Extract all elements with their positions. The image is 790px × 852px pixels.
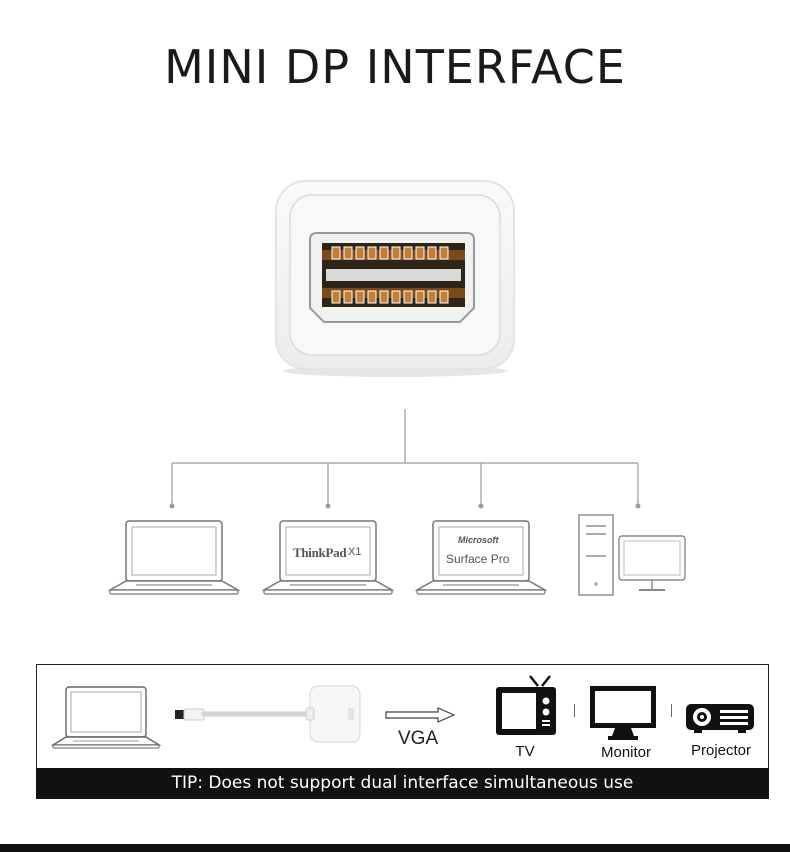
bottom-divider xyxy=(0,844,790,852)
page-title: MINI DP INTERFACE xyxy=(164,40,626,94)
separator xyxy=(574,704,575,717)
monitor-label: Monitor xyxy=(600,744,652,761)
desktop-pc-icon xyxy=(578,514,686,596)
mini-dp-to-vga-adapter xyxy=(175,685,361,743)
tv-icon xyxy=(496,675,556,735)
mini-dp-port-illustration xyxy=(275,180,515,377)
separator xyxy=(671,704,672,717)
tv-label: TV xyxy=(515,743,535,760)
microsoft-logo: Microsoft xyxy=(458,535,499,545)
thinkpad-model: X1 xyxy=(348,546,362,558)
thinkpad-laptop: ThinkPad X1 xyxy=(262,518,394,596)
thinkpad-logo: ThinkPad xyxy=(293,545,347,560)
connection-tree xyxy=(169,409,641,509)
monitor-icon xyxy=(590,686,656,740)
laptop-icon xyxy=(51,686,161,749)
vga-label: VGA xyxy=(398,728,439,749)
tip-banner: TIP: Does not support dual interface sim… xyxy=(36,768,769,799)
projector-icon xyxy=(686,704,754,733)
surface-logo: Surface Pro xyxy=(446,552,510,566)
laptop-icon xyxy=(415,520,547,595)
laptop-icon xyxy=(262,520,394,595)
arrow-right-icon xyxy=(385,707,456,723)
surface-laptop: Microsoft Surface Pro xyxy=(415,518,547,596)
laptop-icon xyxy=(108,520,240,595)
projector-label: Projector xyxy=(690,742,752,759)
